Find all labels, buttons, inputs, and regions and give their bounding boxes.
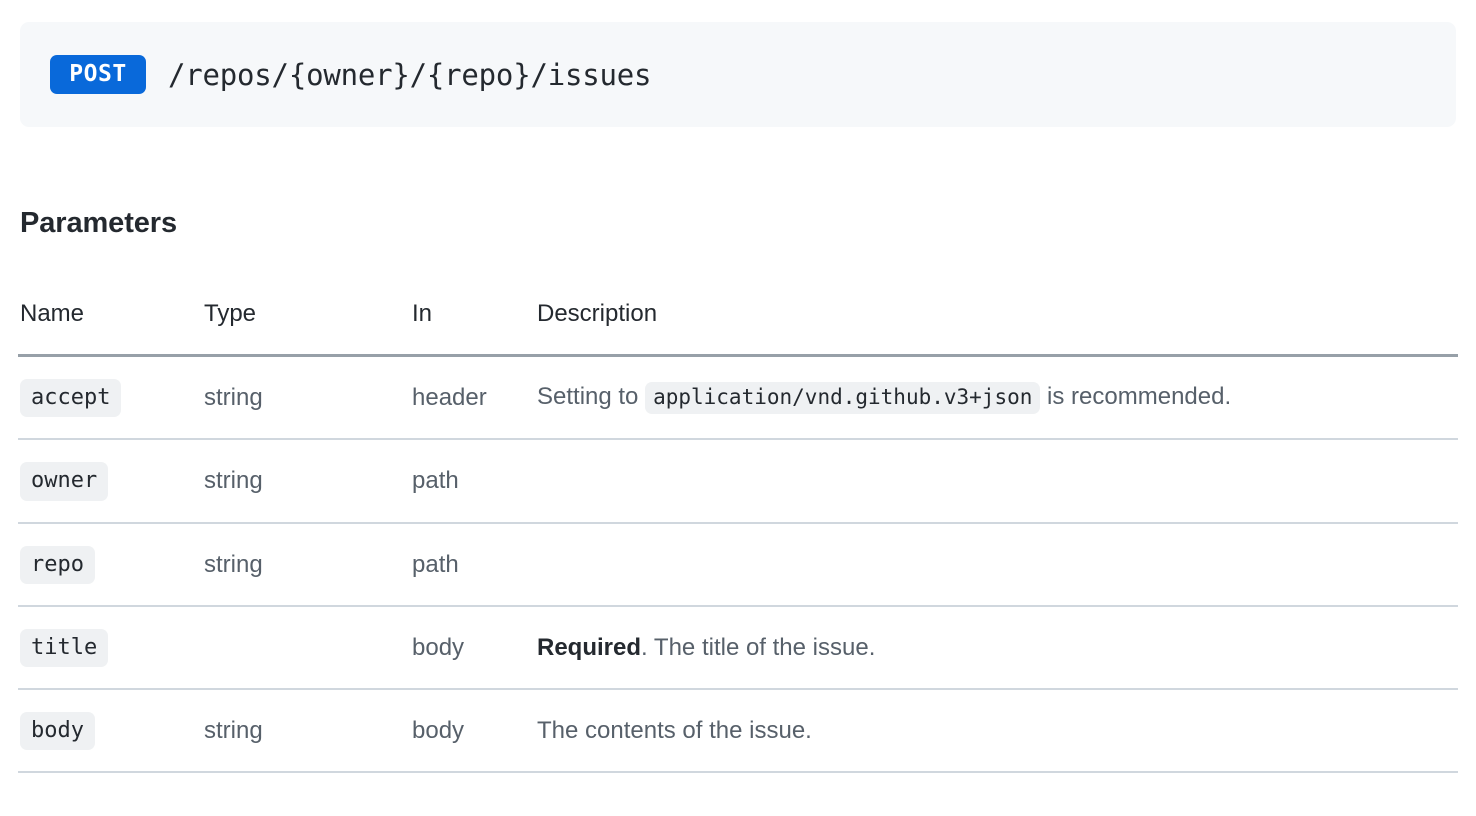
param-description-cell: The contents of the issue. [537,689,1458,774]
param-type-cell [204,605,412,691]
table-header-row: Name Type In Description [18,300,1458,357]
param-type-cell: string [204,355,412,441]
param-type-cell: string [204,689,412,774]
column-header-name: Name [18,300,204,357]
param-description-cell [537,522,1458,607]
param-description-cell: Required. The title of the issue. [537,605,1458,691]
param-name-pill: accept [20,379,122,418]
table-row: owner string path [18,439,1458,524]
parameters-table: Name Type In Description accept string h… [18,300,1458,774]
table-header: Name Type In Description [18,300,1458,357]
param-name-cell: accept [18,355,204,441]
column-header-description: Description [537,300,1458,357]
table-row: accept string header Setting to applicat… [18,355,1458,441]
param-type-cell: string [204,439,412,524]
description-prefix: Setting to [537,383,646,411]
param-name-cell: repo [18,522,204,607]
endpoint-path: /repos/{owner}/{repo}/issues [168,57,652,92]
param-in-cell: path [412,522,537,607]
param-name-pill: body [20,712,95,751]
table-row: repo string path [18,522,1458,607]
description-text: The contents of the issue. [537,717,812,745]
param-name-pill: owner [20,462,109,501]
page-title: Parameters [20,207,177,239]
param-name-pill: repo [20,545,95,584]
table-row: title body Required. The title of the is… [18,605,1458,691]
description-text: . The title of the issue. [641,634,876,662]
column-header-in: In [412,300,537,357]
table-body: accept string header Setting to applicat… [18,355,1458,774]
param-name-pill: title [20,628,109,668]
param-type-cell: string [204,522,412,607]
param-name-cell: body [18,689,204,774]
description-suffix: is recommended. [1040,383,1232,411]
http-method-badge: POST [50,54,146,95]
param-in-cell: header [412,355,537,441]
param-in-cell: path [412,439,537,524]
param-in-cell: body [412,689,537,774]
column-header-type: Type [204,300,412,357]
description-code: application/vnd.github.v3+json [645,382,1041,415]
param-name-cell: title [18,605,204,691]
endpoint-banner: POST /repos/{owner}/{repo}/issues [20,22,1456,127]
param-description-cell: Setting to application/vnd.github.v3+jso… [537,355,1458,441]
table-row: body string body The contents of the iss… [18,689,1458,774]
required-label: Required [537,634,642,662]
param-in-cell: body [412,605,537,691]
param-name-cell: owner [18,439,204,524]
param-description-cell [537,439,1458,524]
